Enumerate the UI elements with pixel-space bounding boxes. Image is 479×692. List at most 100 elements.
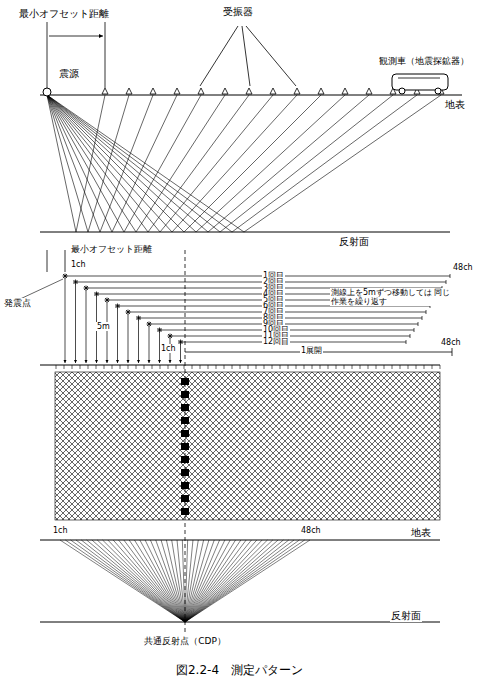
ray-line bbox=[81, 540, 185, 622]
ray-line bbox=[71, 540, 185, 622]
shot-arrow bbox=[107, 302, 108, 363]
truck-wheel bbox=[435, 88, 441, 94]
shot-arrow bbox=[180, 344, 181, 363]
ground-tick bbox=[64, 365, 65, 369]
geophone-symbol bbox=[246, 88, 252, 94]
ground-tick bbox=[88, 365, 89, 369]
ray-line bbox=[145, 540, 185, 622]
ground-tick bbox=[368, 365, 369, 369]
ground-tick bbox=[128, 365, 129, 369]
geophone-symbol bbox=[198, 88, 204, 94]
ground-tick bbox=[440, 365, 441, 369]
ground-tick bbox=[432, 365, 433, 369]
shot-star bbox=[84, 286, 89, 291]
ground-tick bbox=[208, 365, 209, 369]
ray-line bbox=[134, 540, 185, 622]
ray-line bbox=[166, 540, 185, 622]
geophone-symbol bbox=[126, 88, 132, 94]
ray-path bbox=[47, 95, 441, 232]
cdp-marker bbox=[181, 443, 189, 450]
shot-star bbox=[147, 322, 152, 327]
ray-line bbox=[185, 540, 257, 622]
spread-line bbox=[76, 282, 447, 283]
label-text: 5m bbox=[96, 322, 111, 331]
spread-end-tick bbox=[446, 280, 447, 284]
ray-line bbox=[65, 540, 185, 622]
ray-line bbox=[185, 540, 267, 622]
shot-arrow bbox=[75, 284, 76, 363]
ground-tick bbox=[216, 365, 217, 369]
geophone-symbol bbox=[150, 88, 156, 94]
ray-line bbox=[103, 540, 185, 622]
ground-tick bbox=[136, 365, 137, 369]
shot-arrow bbox=[149, 326, 150, 363]
ground-tick bbox=[184, 365, 185, 369]
leader-line bbox=[246, 26, 296, 86]
spread-end-tick bbox=[426, 310, 427, 314]
ray-path bbox=[47, 95, 369, 232]
ground-tick bbox=[56, 365, 57, 369]
truck-body bbox=[392, 74, 448, 90]
ray-line bbox=[185, 540, 236, 622]
geophone-symbol bbox=[102, 88, 108, 94]
ground-tick bbox=[288, 365, 289, 369]
ray-line bbox=[182, 540, 185, 622]
cdp-marker bbox=[181, 456, 189, 463]
reflector-line bbox=[40, 622, 440, 623]
shot-star bbox=[136, 316, 141, 321]
ground-tick bbox=[192, 365, 193, 369]
label-text: 48ch bbox=[440, 338, 462, 347]
label-text: 反射面 bbox=[338, 236, 370, 248]
shot-arrow bbox=[86, 290, 87, 363]
label-text: 測線上を5mずつ移動しては 同じ作業を繰り返す bbox=[330, 288, 454, 306]
ground-tick bbox=[320, 365, 321, 369]
ground-tick bbox=[328, 365, 329, 369]
ground-tick bbox=[392, 365, 393, 369]
ray-path bbox=[47, 95, 177, 232]
offset-bracket bbox=[47, 22, 48, 88]
label-text: 発震点 bbox=[3, 298, 32, 308]
label-text: 震源 bbox=[58, 68, 80, 80]
ground-tick bbox=[112, 365, 113, 369]
ground-tick bbox=[336, 365, 337, 369]
ground-tick bbox=[344, 365, 345, 369]
ground-tick bbox=[280, 365, 281, 369]
ground-tick bbox=[256, 365, 257, 369]
ray-path bbox=[47, 95, 105, 232]
ray-line bbox=[97, 540, 185, 622]
label-text: 最小オフセット距離 bbox=[18, 8, 110, 20]
ground-tick bbox=[304, 365, 305, 369]
cdp-marker bbox=[181, 482, 189, 489]
geophone-symbol bbox=[366, 88, 372, 94]
ray-line bbox=[87, 540, 185, 622]
spread-end-tick bbox=[418, 322, 419, 326]
cdp-marker bbox=[181, 430, 189, 437]
ground-tick bbox=[264, 365, 265, 369]
ray-line bbox=[177, 540, 185, 622]
figure-caption: 図2.2-4 測定パターン bbox=[176, 664, 303, 678]
shot-arrow bbox=[117, 308, 118, 363]
ray-line bbox=[185, 540, 241, 622]
offset-arrow bbox=[49, 36, 103, 37]
spread-end-tick bbox=[450, 274, 451, 278]
ray-line bbox=[185, 540, 262, 622]
shot-star bbox=[63, 274, 68, 279]
shot-arrow bbox=[128, 314, 129, 363]
ground-tick bbox=[168, 365, 169, 369]
ground-tick bbox=[240, 365, 241, 369]
cdp-marker bbox=[181, 417, 189, 424]
geophone-symbol bbox=[222, 88, 228, 94]
ground-tick bbox=[80, 365, 81, 369]
ground-tick bbox=[96, 365, 97, 369]
ground-tick bbox=[160, 365, 161, 369]
ground-tick bbox=[408, 365, 409, 369]
label-text: 48ch bbox=[300, 526, 322, 535]
ray-line bbox=[185, 540, 289, 622]
shot-star bbox=[126, 310, 131, 315]
offset-bracket bbox=[47, 250, 48, 272]
ground-tick bbox=[360, 365, 361, 369]
shot-star bbox=[105, 298, 110, 303]
ray-line bbox=[119, 540, 185, 622]
